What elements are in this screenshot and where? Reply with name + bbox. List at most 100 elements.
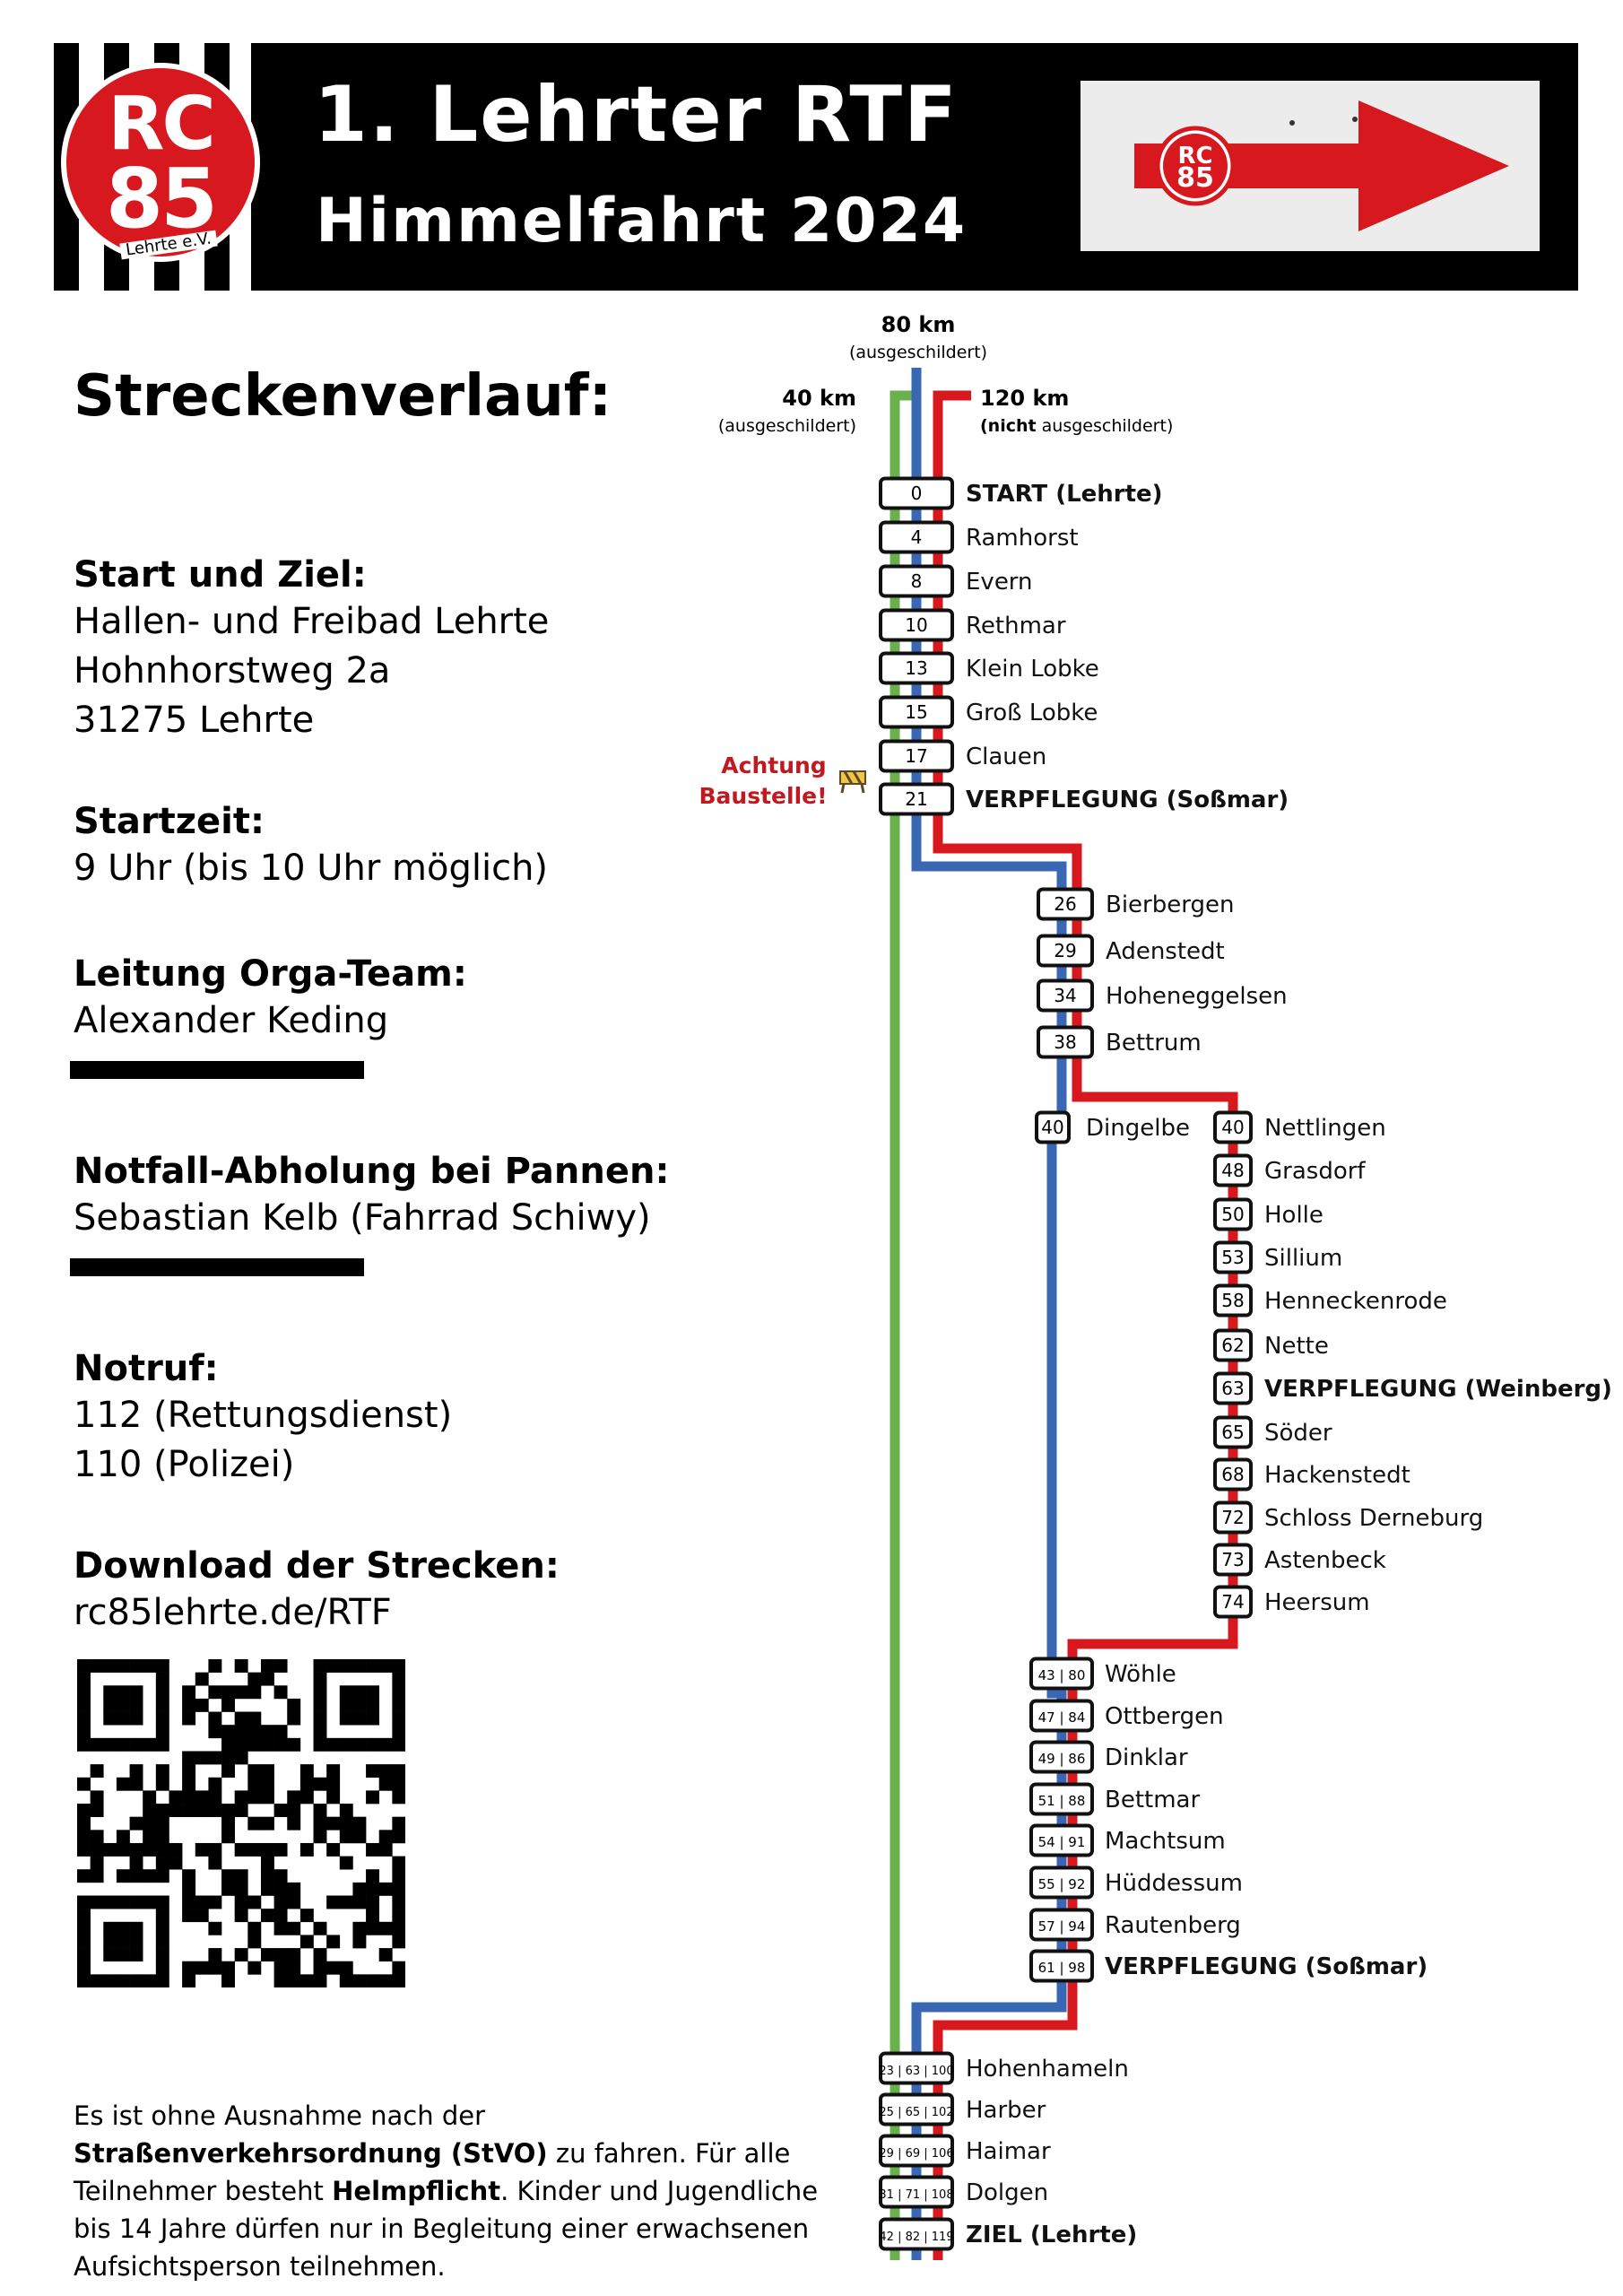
- stop-marker: [879, 2051, 954, 2085]
- stop-marker: [1213, 1585, 1253, 1619]
- stop-km: 43 | 80: [1038, 1667, 1086, 1683]
- route-stop: 40 Nettlingen: [1213, 1110, 1386, 1144]
- stop-km: 8: [911, 570, 923, 592]
- stop-km: 65: [1221, 1422, 1244, 1443]
- orga-name: Alexander Keding: [74, 1000, 389, 1041]
- stop-marker: [1029, 1823, 1094, 1857]
- stop-name: Hackenstedt: [1264, 1462, 1410, 1489]
- stop-km: 55 | 92: [1038, 1876, 1086, 1892]
- stop-name: Adenstedt: [1106, 938, 1225, 965]
- route-stop: 53 Sillium: [1213, 1240, 1342, 1274]
- page-subtitle: Himmelfahrt 2024: [316, 186, 968, 257]
- stop-name: Evern: [966, 569, 1033, 596]
- stop-marker: [879, 476, 954, 510]
- stop-name: Bettrum: [1106, 1030, 1202, 1057]
- stop-marker: [1213, 1110, 1253, 1144]
- stop-name: Rethmar: [966, 613, 1066, 639]
- stop-name: Wöhle: [1105, 1661, 1176, 1688]
- stop-name: Henneckenrode: [1264, 1288, 1447, 1315]
- stop-km: 17: [905, 745, 927, 767]
- stop-name: Bierbergen: [1106, 891, 1234, 918]
- page-title: 1. Lehrter RTF: [314, 70, 959, 160]
- stop-name: START (Lehrte): [966, 481, 1163, 508]
- stop-marker: [1029, 1699, 1094, 1733]
- route-stop: 4 Ramhorst: [879, 520, 1079, 554]
- stop-marker: [1213, 1500, 1253, 1535]
- stop-name: Ramhorst: [966, 525, 1079, 552]
- stop-marker: [1213, 1457, 1253, 1492]
- stop-km: 40: [1221, 1117, 1244, 1138]
- stop-marker: [1213, 1371, 1253, 1405]
- stop-km: 48: [1221, 1160, 1244, 1181]
- stop-km: 62: [1221, 1335, 1244, 1356]
- section-heading: Streckenverlauf:: [74, 363, 612, 430]
- stop-km: 47 | 84: [1038, 1709, 1086, 1726]
- stop-km: 58: [1221, 1290, 1244, 1311]
- route-stop: 8 Evern: [879, 564, 1033, 598]
- stop-marker: [879, 782, 954, 816]
- time-text: 9 Uhr (bis 10 Uhr möglich): [74, 848, 549, 889]
- start-line-2: Hohnhorstweg 2a: [74, 650, 391, 691]
- download-url[interactable]: rc85lehrte.de/RTF: [74, 1592, 392, 1633]
- route-stop: 13 Klein Lobke: [879, 651, 1099, 685]
- stop-km: 29 | 69 | 106: [879, 2147, 953, 2161]
- warning-line-1: Achtung: [721, 752, 826, 778]
- stop-km: 61 | 98: [1038, 1960, 1086, 1976]
- route-stop: 47 | 84 Ottbergen: [1029, 1699, 1224, 1733]
- emergency-line-2: 110 (Polizei): [74, 1444, 295, 1485]
- stop-name: Klein Lobke: [966, 656, 1099, 683]
- stop-name: Grasdorf: [1264, 1158, 1366, 1185]
- stop-name: Sillium: [1264, 1245, 1342, 1272]
- stop-marker: [879, 651, 954, 685]
- stop-marker: [1213, 1543, 1253, 1577]
- stop-name: Ottbergen: [1105, 1703, 1224, 1730]
- stop-name: Haimar: [966, 2138, 1051, 2165]
- stop-marker: [1213, 1153, 1253, 1187]
- stop-name: Nettlingen: [1264, 1115, 1386, 1142]
- stop-name: Bettmar: [1105, 1787, 1200, 1813]
- stop-marker: [1037, 887, 1094, 921]
- stop-marker: [879, 2134, 954, 2168]
- stop-km: 13: [905, 657, 927, 679]
- stop-marker: [879, 520, 954, 554]
- start-line-3: 31275 Lehrte: [74, 700, 315, 741]
- stop-marker: [1213, 1240, 1253, 1274]
- stop-km: 51 | 88: [1038, 1793, 1086, 1809]
- stop-km: 73: [1221, 1549, 1244, 1570]
- legend-80km-note: (ausgeschildert): [849, 343, 987, 362]
- stop-km: 25 | 65 | 102: [879, 2106, 953, 2119]
- stop-km: 53: [1221, 1247, 1244, 1268]
- stop-km: 4: [911, 526, 923, 548]
- start-line-1: Hallen- und Freibad Lehrte: [74, 601, 550, 642]
- stop-km: 31 | 71 | 108: [879, 2188, 953, 2202]
- route-sign-photo: RC 85: [1081, 81, 1540, 251]
- stop-km: 72: [1221, 1507, 1244, 1528]
- time-label: Startzeit:: [74, 801, 265, 842]
- pickup-label: Notfall-Abholung bei Pannen:: [74, 1151, 670, 1192]
- stop-name: Groß Lobke: [966, 700, 1098, 726]
- sign-logo-top: RC: [1177, 143, 1212, 170]
- qr-code[interactable]: [77, 1659, 405, 1987]
- logo-text-bottom: 85: [105, 151, 218, 247]
- route-stop: 58 Henneckenrode: [1213, 1283, 1447, 1318]
- stop-marker: [879, 2175, 954, 2209]
- stop-marker: [1029, 1740, 1094, 1774]
- download-label: Download der Strecken:: [74, 1545, 560, 1587]
